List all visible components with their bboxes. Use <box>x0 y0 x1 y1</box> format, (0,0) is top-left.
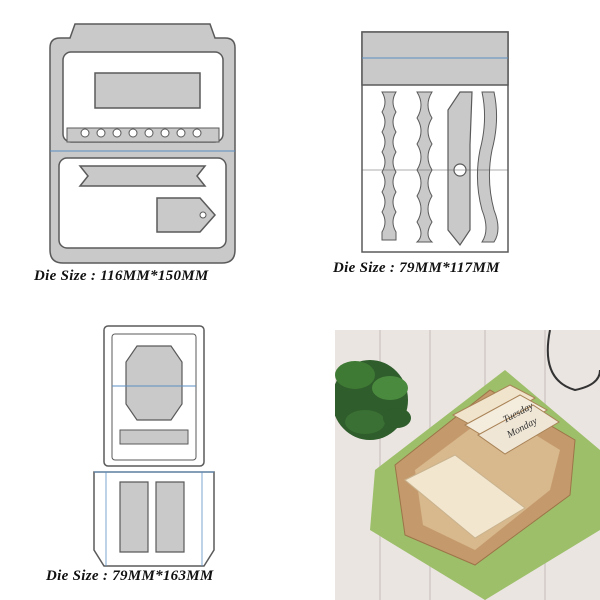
die-3 <box>92 322 216 570</box>
die-2-caption: Die Size : 79MM*117MM <box>333 260 500 276</box>
die-3-outline <box>93 325 215 567</box>
die-2-outline <box>361 31 509 253</box>
hook-row <box>66 127 220 143</box>
plant-icon <box>335 360 411 440</box>
photo-scene: Tuesday Monday <box>335 330 600 600</box>
die-1 <box>45 18 240 270</box>
die-3-caption: Die Size : 79MM*163MM <box>46 568 214 584</box>
die-1-caption: Die Size : 116MM*150MM <box>34 268 209 284</box>
product-photo: Tuesday Monday <box>335 330 600 600</box>
die-1-outline <box>49 23 236 264</box>
die-2 <box>360 30 512 255</box>
